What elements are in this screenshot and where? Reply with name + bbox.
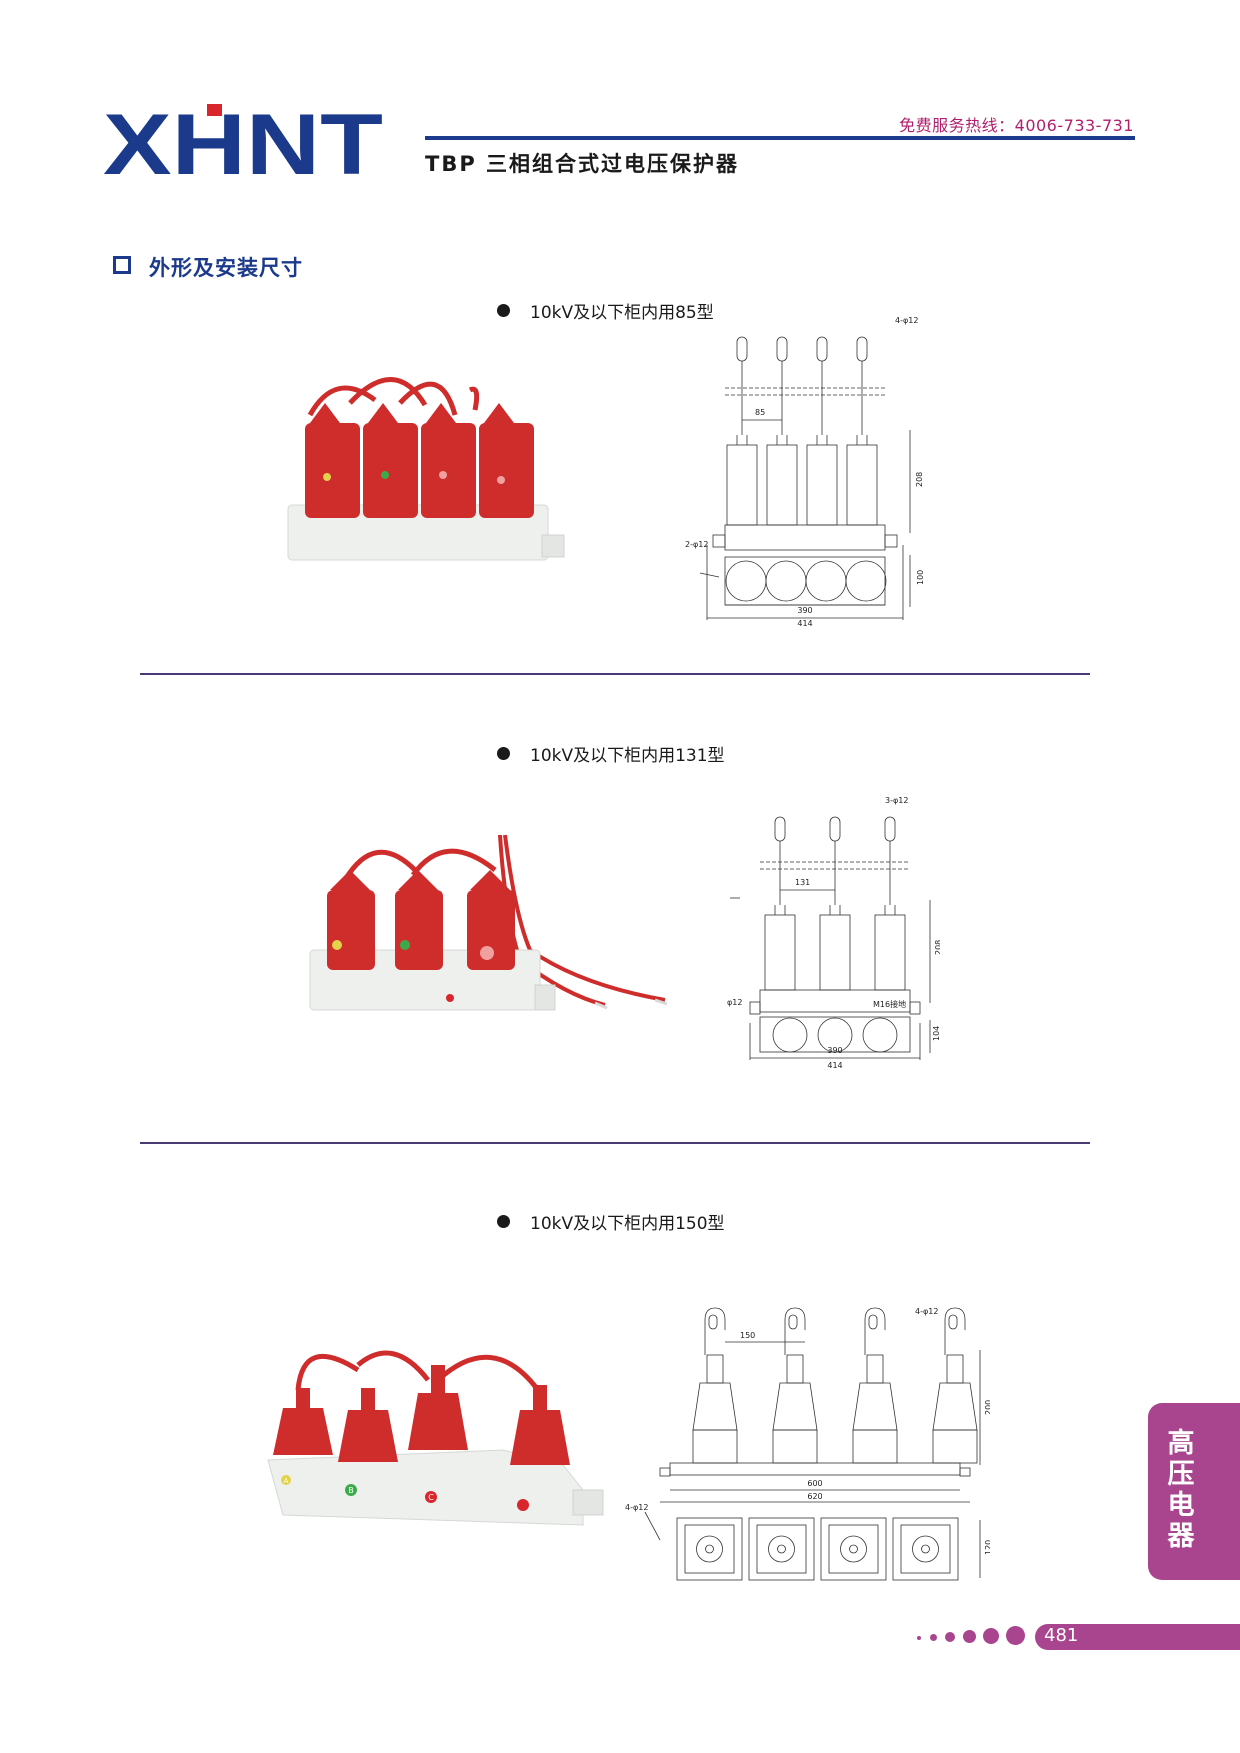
dim-holes-side: φ12 (727, 998, 742, 1007)
product-photo-150: A B C (267, 1350, 604, 1526)
category-side-tab-label: 高压电器 (1167, 1428, 1195, 1552)
dim-height: 208 (934, 940, 940, 955)
dim-inner-length: 390 (827, 1046, 842, 1055)
document-title: TBP 三相组合式过电压保护器 (425, 152, 740, 176)
section-checkbox-icon (113, 256, 131, 274)
product-photo-131 (309, 835, 668, 1011)
logo-text: XHNT (103, 104, 383, 180)
dimension-drawing-150: 4-φ12 150 200 600 620 4-φ12 120 (625, 1307, 990, 1581)
svg-text:B: B (348, 1486, 354, 1495)
pager-dot (983, 1628, 999, 1644)
pager-dot (917, 1636, 921, 1640)
dim-inner-length: 390 (797, 606, 812, 615)
page-number: 481 (1044, 1625, 1079, 1646)
dim-outer-length: 620 (807, 1492, 822, 1501)
bullet-icon (497, 304, 510, 317)
dim-height: 200 (984, 1400, 990, 1415)
dim-holes-side: 4-φ12 (625, 1503, 648, 1512)
dim-holes-top: 3-φ12 (885, 796, 908, 805)
phase-marker-c (425, 1491, 437, 1503)
dim-holes-side: 2-φ12 (685, 540, 708, 549)
dim-outer-length: 414 (797, 619, 812, 628)
dim-depth: 100 (916, 570, 925, 585)
dim-holes-top: 4-φ12 (895, 316, 918, 325)
dim-ground: M16接地 (873, 999, 906, 1009)
product-caption-150: 10kV及以下柜内用150型 (497, 1209, 725, 1234)
dim-pitch: 85 (755, 408, 765, 417)
product-photo-85 (287, 377, 565, 561)
dim-outer-length: 414 (827, 1061, 842, 1070)
phase-marker-b (345, 1484, 357, 1496)
ground-marker-icon (517, 1499, 529, 1511)
product-caption-131: 10kV及以下柜内用131型 (497, 741, 725, 766)
svg-text:C: C (428, 1493, 434, 1502)
pager-dot (963, 1630, 976, 1643)
service-hotline: 免费服务热线：4006-733-731 (899, 116, 1134, 135)
dim-height: 208 (915, 472, 924, 487)
page-number-pill (1035, 1624, 1240, 1650)
dim-depth: 104 (932, 1026, 940, 1041)
category-side-tab (1148, 1403, 1240, 1580)
product-caption-85: 10kV及以下柜内用85型 (497, 298, 714, 323)
dimension-drawing-85: 4-φ12 85 208 2-φ12 100 390 414 (685, 316, 925, 628)
pager-dot (930, 1634, 937, 1641)
section-divider-2 (140, 1142, 1090, 1144)
svg-text:A: A (284, 1477, 289, 1485)
dim-depth: 120 (984, 1540, 990, 1555)
pager-dot (1006, 1626, 1025, 1645)
bullet-icon (497, 747, 510, 760)
xhnt-logo: XHNT (103, 104, 383, 180)
section-heading: 外形及安装尺寸 (149, 256, 303, 280)
pager-dot (945, 1632, 955, 1642)
phase-marker-a (281, 1475, 291, 1485)
dim-pitch: 131 (795, 878, 810, 887)
dimension-drawing-131: 3-φ12 131 208 M16接地 φ12 104 390 414 (727, 796, 940, 1070)
dim-holes-top: 4-φ12 (915, 1307, 938, 1316)
bullet-icon (497, 1215, 510, 1228)
section-divider-1 (140, 673, 1090, 675)
header-rule (425, 136, 1135, 140)
dim-pitch: 150 (740, 1331, 755, 1340)
logo-red-dot (207, 104, 222, 116)
dim-inner-length: 600 (807, 1479, 822, 1488)
